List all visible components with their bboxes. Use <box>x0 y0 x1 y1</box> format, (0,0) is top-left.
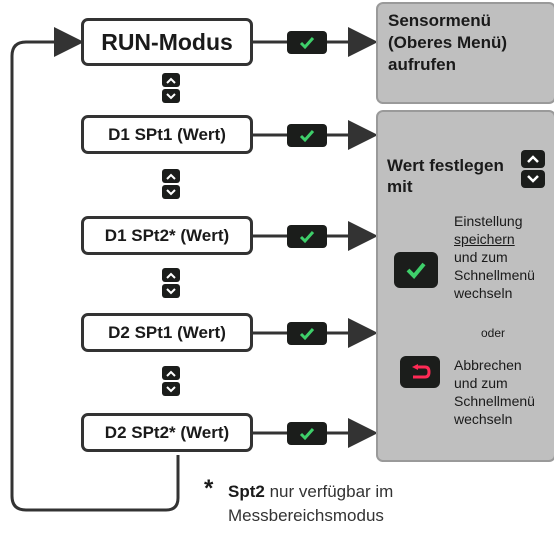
save-line3: und zum <box>454 249 508 265</box>
sensor-menu-panel: Sensormenü (Oberes Menü) aufrufen <box>376 2 554 104</box>
check-icon <box>299 327 315 340</box>
check-icon <box>299 129 315 142</box>
up-arrow-icon <box>162 73 180 87</box>
set-value-line2: mit <box>387 177 413 196</box>
check-icon <box>406 262 426 279</box>
set-value-heading: Wert festlegen mit <box>387 155 527 197</box>
param-box-d2-spt2: D2 SPt2* (Wert) <box>81 413 253 452</box>
cancel-line4: wechseln <box>454 411 513 427</box>
ok-key-d1-spt1 <box>287 124 327 147</box>
nav-keys-panel <box>521 150 547 190</box>
up-arrow-icon <box>521 150 545 168</box>
save-line4: Schnellmenü <box>454 267 535 283</box>
cancel-key <box>400 356 440 388</box>
ok-key-d2-spt1 <box>287 322 327 345</box>
cancel-line1: Abbrechen <box>454 357 522 373</box>
ok-key-run <box>287 31 327 54</box>
save-description: Einstellung speichern und zum Schnellmen… <box>454 212 535 302</box>
down-arrow-icon <box>162 382 180 396</box>
sensor-menu-line2: (Oberes Menü) <box>388 33 508 52</box>
nav-keys-3 <box>162 268 184 300</box>
footnote: * Spt2 nur verfügbar im Messbereichsmodu… <box>204 475 394 528</box>
cancel-description: Abbrechen und zum Schnellmenü wechseln <box>454 356 535 428</box>
footnote-star: * <box>204 475 214 502</box>
check-icon <box>299 230 315 243</box>
nav-keys-4 <box>162 366 184 398</box>
up-arrow-icon <box>162 169 180 183</box>
param-box-d1-spt2: D1 SPt2* (Wert) <box>81 216 253 255</box>
param-label: D1 SPt1 (Wert) <box>108 124 226 144</box>
set-value-panel: Wert festlegen mit Einstellung speichern… <box>376 110 554 462</box>
param-box-d2-spt1: D2 SPt1 (Wert) <box>81 313 253 352</box>
up-arrow-icon <box>162 366 180 380</box>
param-box-d1-spt1: D1 SPt1 (Wert) <box>81 115 253 154</box>
check-icon <box>299 36 315 49</box>
ok-key-d1-spt2 <box>287 225 327 248</box>
nav-keys-2 <box>162 169 184 201</box>
param-label: D2 SPt1 (Wert) <box>108 322 226 342</box>
down-arrow-icon <box>162 284 180 298</box>
sensor-menu-line3: aufrufen <box>388 55 456 74</box>
check-icon <box>299 427 315 440</box>
save-line1: Einstellung <box>454 213 523 229</box>
footnote-line2: Messbereichsmodus <box>228 506 384 525</box>
save-line2: speichern <box>454 231 515 247</box>
up-arrow-icon <box>162 268 180 282</box>
footnote-rest: nur verfügbar im <box>264 482 394 501</box>
ok-key-d2-spt2 <box>287 422 327 445</box>
nav-keys-1 <box>162 73 184 105</box>
cancel-line2: und zum <box>454 375 508 391</box>
or-label: oder <box>481 326 506 340</box>
sensor-menu-line1: Sensormenü <box>388 11 491 30</box>
down-arrow-icon <box>162 185 180 199</box>
param-label: D1 SPt2* (Wert) <box>104 225 230 245</box>
save-line5: wechseln <box>454 285 513 301</box>
run-mode-box: RUN-Modus <box>81 18 253 66</box>
param-label: D2 SPt2* (Wert) <box>104 422 230 442</box>
save-key <box>394 252 438 288</box>
set-value-line1: Wert festlegen <box>387 156 504 175</box>
run-mode-label: RUN-Modus <box>101 28 233 55</box>
down-arrow-icon <box>162 89 180 103</box>
back-arrow-icon <box>412 364 431 379</box>
down-arrow-icon <box>521 170 545 188</box>
cancel-line3: Schnellmenü <box>454 393 535 409</box>
footnote-bold: Spt2 <box>228 482 265 501</box>
